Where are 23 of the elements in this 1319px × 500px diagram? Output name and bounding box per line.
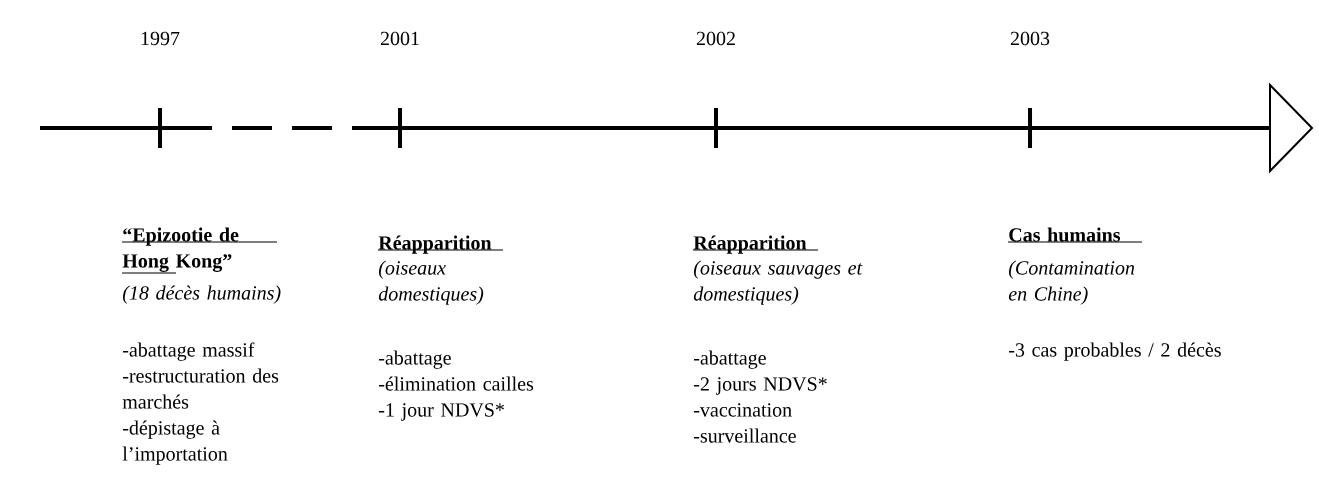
heading: Réapparition [377, 235, 504, 254]
heading: “Epizootie de Hong Kong” [121, 227, 278, 274]
list-item: -1 jour NDVS* [379, 403, 504, 421]
year-label: 2003 [1010, 31, 1050, 46]
list-item: -2 jours NDVS* [694, 377, 827, 395]
list-item: -abattage [694, 350, 766, 369]
heading: Cas humains [1007, 227, 1143, 243]
year-label: 2001 [380, 31, 419, 46]
year-label: 1997 [141, 31, 180, 46]
subheading: (oiseaux domestiques) [378, 260, 484, 305]
list-item: -élimination cailles [379, 376, 534, 391]
subheading: (oiseaux sauvages et domestiques) [693, 260, 863, 305]
subheading: (Contamination en Chine) [1008, 260, 1135, 305]
list-item: -abattage massif [123, 342, 255, 361]
heading: Réapparition [692, 235, 819, 254]
list-item: -restructuration des marchés [122, 368, 279, 409]
year-label: 2002 [696, 31, 735, 46]
list-item: -surveillance [694, 428, 796, 443]
subheading: (18 décès humains) [123, 285, 281, 304]
list-item: -dépistage à l’importation [122, 420, 228, 465]
list-item: -abattage [379, 350, 451, 369]
list-item: -vaccination [694, 403, 792, 417]
list-item: -3 cas probables / 2 décès [1009, 342, 1221, 361]
